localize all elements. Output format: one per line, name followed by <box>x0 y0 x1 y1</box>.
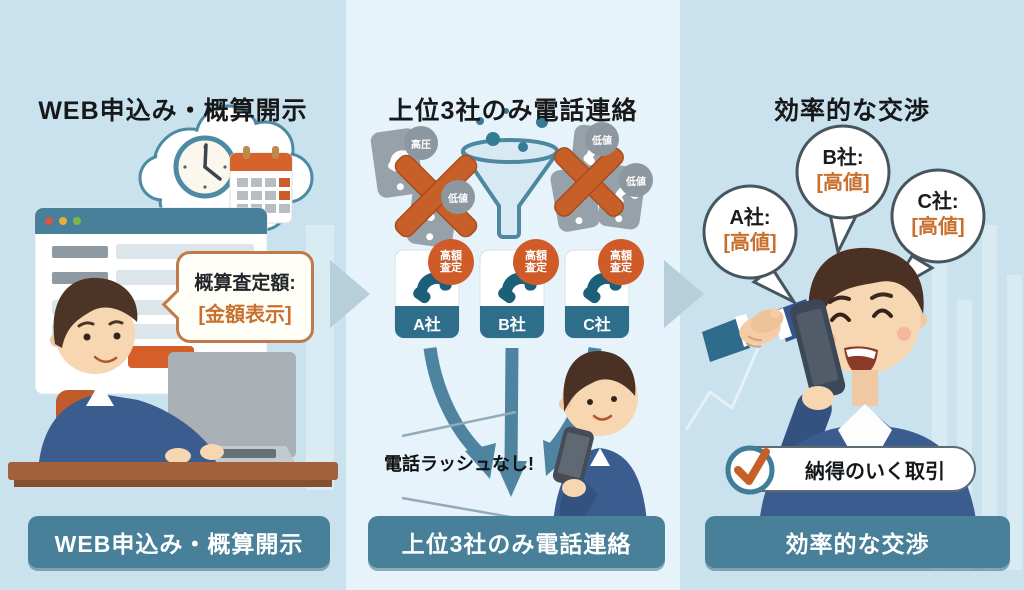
offer-company: C社: <box>917 191 959 213</box>
satisfaction-pill: 納得のいく取引 <box>725 445 976 495</box>
rejected-badge: 高圧 <box>404 126 438 160</box>
flow-arrow-right-icon <box>330 260 370 328</box>
high-offer-badge: 高額 査定 <box>598 239 644 285</box>
offer-company: B社: <box>822 147 864 169</box>
estimate-label: 概算査定額: <box>194 272 296 294</box>
offer-company: A社: <box>729 207 771 229</box>
estimate-speech-bubble: 概算査定額: [金額表示] <box>176 251 314 343</box>
panel-top3-call: 上位3社のみ電話連絡 高圧 低値 低値 低値 高額 査定 高額 査定 高額 査定… <box>346 0 680 590</box>
person-at-desk-illustration <box>8 277 338 487</box>
badge-line: 高額 <box>525 250 547 262</box>
panel2-title: 上位3社のみ電話連絡 <box>388 96 638 125</box>
offer-value: [高値] <box>723 232 777 254</box>
offer-value: [高値] <box>911 216 965 238</box>
offer-bubble-b: B社: [高値] <box>791 146 895 196</box>
company-name: C社 <box>583 317 611 334</box>
desk-icon <box>8 462 338 487</box>
flow-arrow-right-icon <box>664 260 704 328</box>
check-circle-icon <box>725 445 775 495</box>
smartphone-icon <box>552 426 594 487</box>
badge-line: 高額 <box>610 250 632 262</box>
offer-bubble-a: A社: [高値] <box>698 206 802 256</box>
estimate-value: [金額表示] <box>198 303 292 326</box>
offer-bubble-c: C社: [高値] <box>886 190 990 240</box>
speech-bubble-icon <box>702 124 986 306</box>
negotiation-illustration <box>684 124 1022 570</box>
person-with-phone-illustration <box>552 350 648 540</box>
banner-negotiation: 効率的な交渉 <box>705 516 1010 568</box>
x-mark-icon <box>554 147 624 217</box>
badge-line: 査定 <box>610 262 632 274</box>
rejected-badge: 低値 <box>585 122 619 156</box>
panel-negotiation: 効率的な交渉 A社: [高値] B社: [高値] C社: [高値] 納得のいく取… <box>680 0 1024 590</box>
badge-line: 査定 <box>525 262 547 274</box>
high-offer-badge: 高額 査定 <box>513 239 559 285</box>
rejected-badge: 低値 <box>441 180 475 214</box>
web-apply-illustration <box>8 104 338 490</box>
badge-line: 査定 <box>440 262 462 274</box>
offer-value: [高値] <box>816 172 870 194</box>
panel3-title: 効率的な交渉 <box>773 96 930 125</box>
smartphone-icon <box>790 299 846 400</box>
panel1-title: WEB申込み・概算開示 <box>38 96 308 125</box>
banner-top3-call: 上位3社のみ電話連絡 <box>368 516 665 568</box>
funnel-icon <box>461 108 559 239</box>
rejected-badge: 低値 <box>619 163 653 197</box>
no-phone-rush-note: 電話ラッシュなし! <box>384 454 534 474</box>
banner-web-apply: WEB申込み・概算開示 <box>28 516 330 568</box>
clock-icon <box>173 135 237 199</box>
high-offer-badge: 高額 査定 <box>428 239 474 285</box>
company-name: A社 <box>413 317 441 334</box>
x-mark-icon <box>394 154 478 238</box>
top3-call-illustration <box>370 108 648 540</box>
company-name: B社 <box>498 317 526 334</box>
badge-line: 高額 <box>440 250 462 262</box>
panel-web-apply: WEB申込み・概算開示 概算査定額: [金額表示] WEB申込み・概算開示 <box>0 0 346 590</box>
satisfaction-text: 納得のいく取引 <box>805 460 945 483</box>
